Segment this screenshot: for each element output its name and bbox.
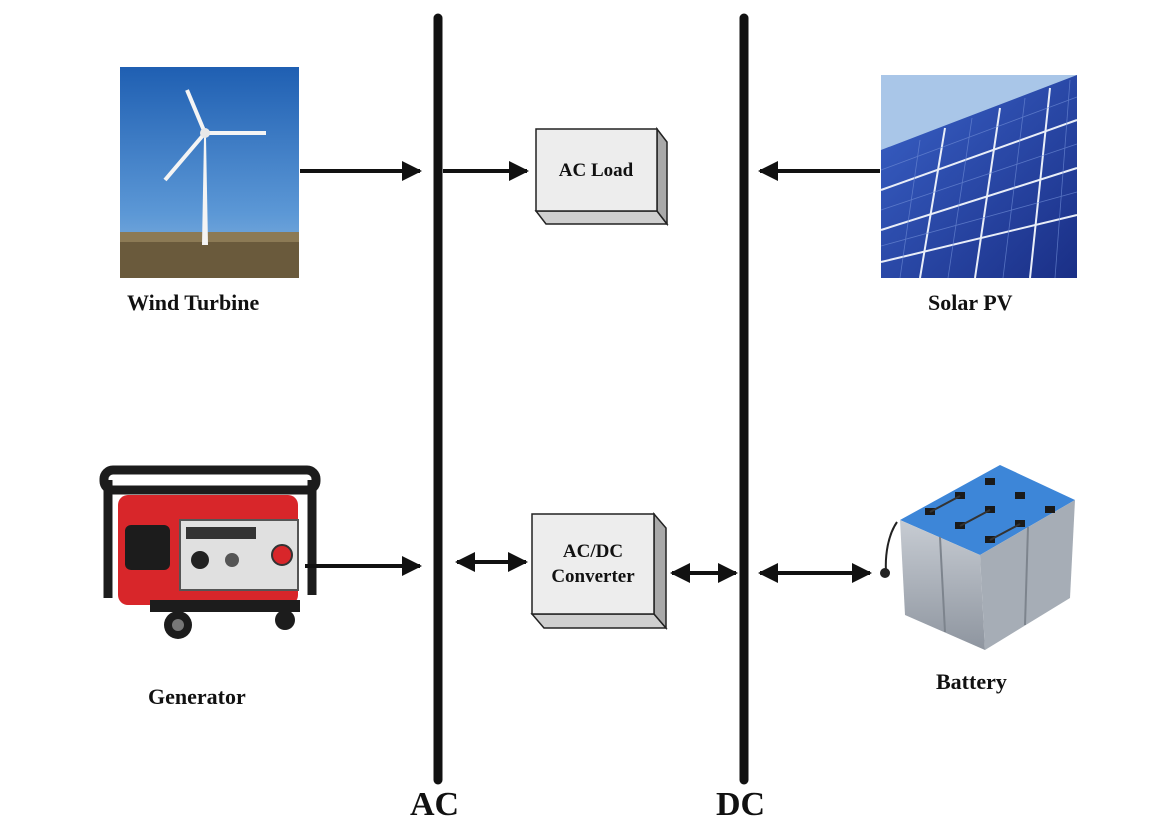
solar-pv-label: Solar PV xyxy=(928,290,1013,315)
converter-label-line2: Converter xyxy=(551,566,635,587)
generator-label: Generator xyxy=(148,684,246,709)
ac-bus-label: AC xyxy=(410,786,460,823)
ac-dc-converter-box: AC/DC Converter xyxy=(530,511,668,631)
solar-panel-image xyxy=(880,75,1078,279)
wind-turbine-label: Wind Turbine xyxy=(127,290,260,315)
dc-bus-label: DC xyxy=(716,786,766,823)
ac-load-label: AC Load xyxy=(559,160,634,181)
battery-label: Battery xyxy=(936,669,1007,694)
ac-load-box: AC Load xyxy=(534,126,669,227)
battery-image xyxy=(880,465,1075,650)
converter-label-line1: AC/DC xyxy=(563,541,623,562)
generator-image xyxy=(99,465,321,639)
wind-turbine-image xyxy=(120,67,299,278)
